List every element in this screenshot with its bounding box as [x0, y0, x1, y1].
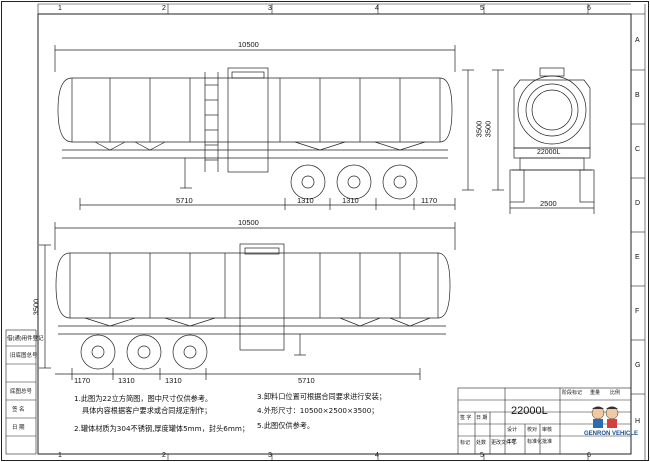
note-3: 3.卸料口位置可根据合同要求进行安装；: [257, 392, 387, 401]
col-label-2: 2: [162, 5, 166, 12]
bottom-length-dim: 10500: [238, 218, 259, 227]
top-front-dim: 5710: [176, 196, 193, 205]
side-label-5: 日 期: [12, 425, 25, 431]
side-strip: [5, 329, 37, 455]
col-label-1: 1: [58, 5, 62, 12]
side-label-1: 借(通)用件登记: [7, 336, 44, 342]
bottom-axle1-dim: 1310: [118, 376, 135, 385]
title-capacity: 22000L: [511, 405, 548, 417]
end-height-dim: 3500: [483, 120, 493, 138]
note-5: 5.此图仅供参考。: [257, 421, 315, 430]
tb-cell-5: 标准化: [527, 439, 543, 445]
col-label-5: 5: [480, 5, 484, 12]
tb-col-3: 比例: [610, 390, 621, 396]
bottom-height-dim: 3500: [31, 298, 41, 316]
tb-cell-1: 设计: [507, 427, 518, 433]
col-label-4: 4: [375, 5, 379, 12]
col-label-4b: 4: [375, 452, 379, 459]
side-label-2: 旧底图总号: [10, 353, 38, 359]
side-label-3: 底图总号: [10, 389, 33, 395]
tb-col-1: 阶段标记: [562, 390, 583, 396]
end-capacity-mark: 22000L: [537, 149, 561, 156]
row-label-g: G: [635, 362, 641, 369]
col-label-3: 3: [268, 5, 272, 12]
logo-text: GENRON VEHICLE: [584, 431, 639, 437]
tb-col-2: 重量: [590, 390, 601, 396]
tb-cell-6: 批准: [542, 439, 553, 445]
side-label-4: 签 名: [12, 407, 25, 413]
top-length-dim: 10500: [238, 40, 259, 49]
row-label-d: D: [635, 200, 641, 207]
row-label-a: A: [635, 37, 640, 44]
tb-cell-2: 校对: [527, 427, 538, 433]
col-label-1b: 1: [58, 452, 62, 459]
bottom-rear-dim: 1170: [74, 376, 91, 385]
note-1: 1.此图为22立方简图，图中尺寸仅供参考。: [74, 394, 213, 403]
bottom-axle2-dim: 1310: [165, 376, 182, 385]
end-width-dim: 2500: [540, 199, 557, 208]
tb-row-5: 日 期: [476, 415, 488, 421]
row-label-f: F: [635, 308, 640, 315]
col-label-6b: 6: [587, 452, 591, 459]
col-label-6: 6: [587, 5, 591, 12]
note-2: 2.罐体材质为304不锈钢,厚度罐体5mm，封头6mm；: [74, 424, 250, 433]
top-rear-dim: 1170: [421, 196, 438, 205]
row-label-c: C: [635, 146, 641, 153]
note-4: 4.外形尺寸：10500×2500×3500；: [257, 406, 379, 415]
row-label-b: B: [635, 92, 640, 99]
bottom-side-view: [39, 222, 456, 380]
col-label-2b: 2: [162, 452, 166, 459]
top-axle1-dim: 1310: [297, 196, 314, 205]
col-label-5b: 5: [480, 452, 484, 459]
tb-cell-3: 审核: [542, 427, 553, 433]
top-axle2-dim: 1310: [342, 196, 359, 205]
row-label-h: H: [635, 418, 641, 425]
top-side-view: [54, 45, 474, 210]
bottom-front-dim: 5710: [298, 376, 315, 385]
tb-row-2: 处数: [476, 440, 487, 446]
tb-row-4: 签 字: [460, 415, 472, 421]
tb-row-3: 更改文件号: [491, 440, 517, 446]
logo-icon: [591, 406, 619, 428]
tb-cell-4: 工艺: [507, 439, 518, 445]
note-1b: 具体内容根据客户要求或合同规定制作；: [82, 406, 212, 415]
end-view: [492, 67, 595, 214]
tb-row-1: 标记: [460, 440, 471, 446]
col-label-3b: 3: [268, 452, 272, 459]
row-label-e: E: [635, 254, 640, 261]
